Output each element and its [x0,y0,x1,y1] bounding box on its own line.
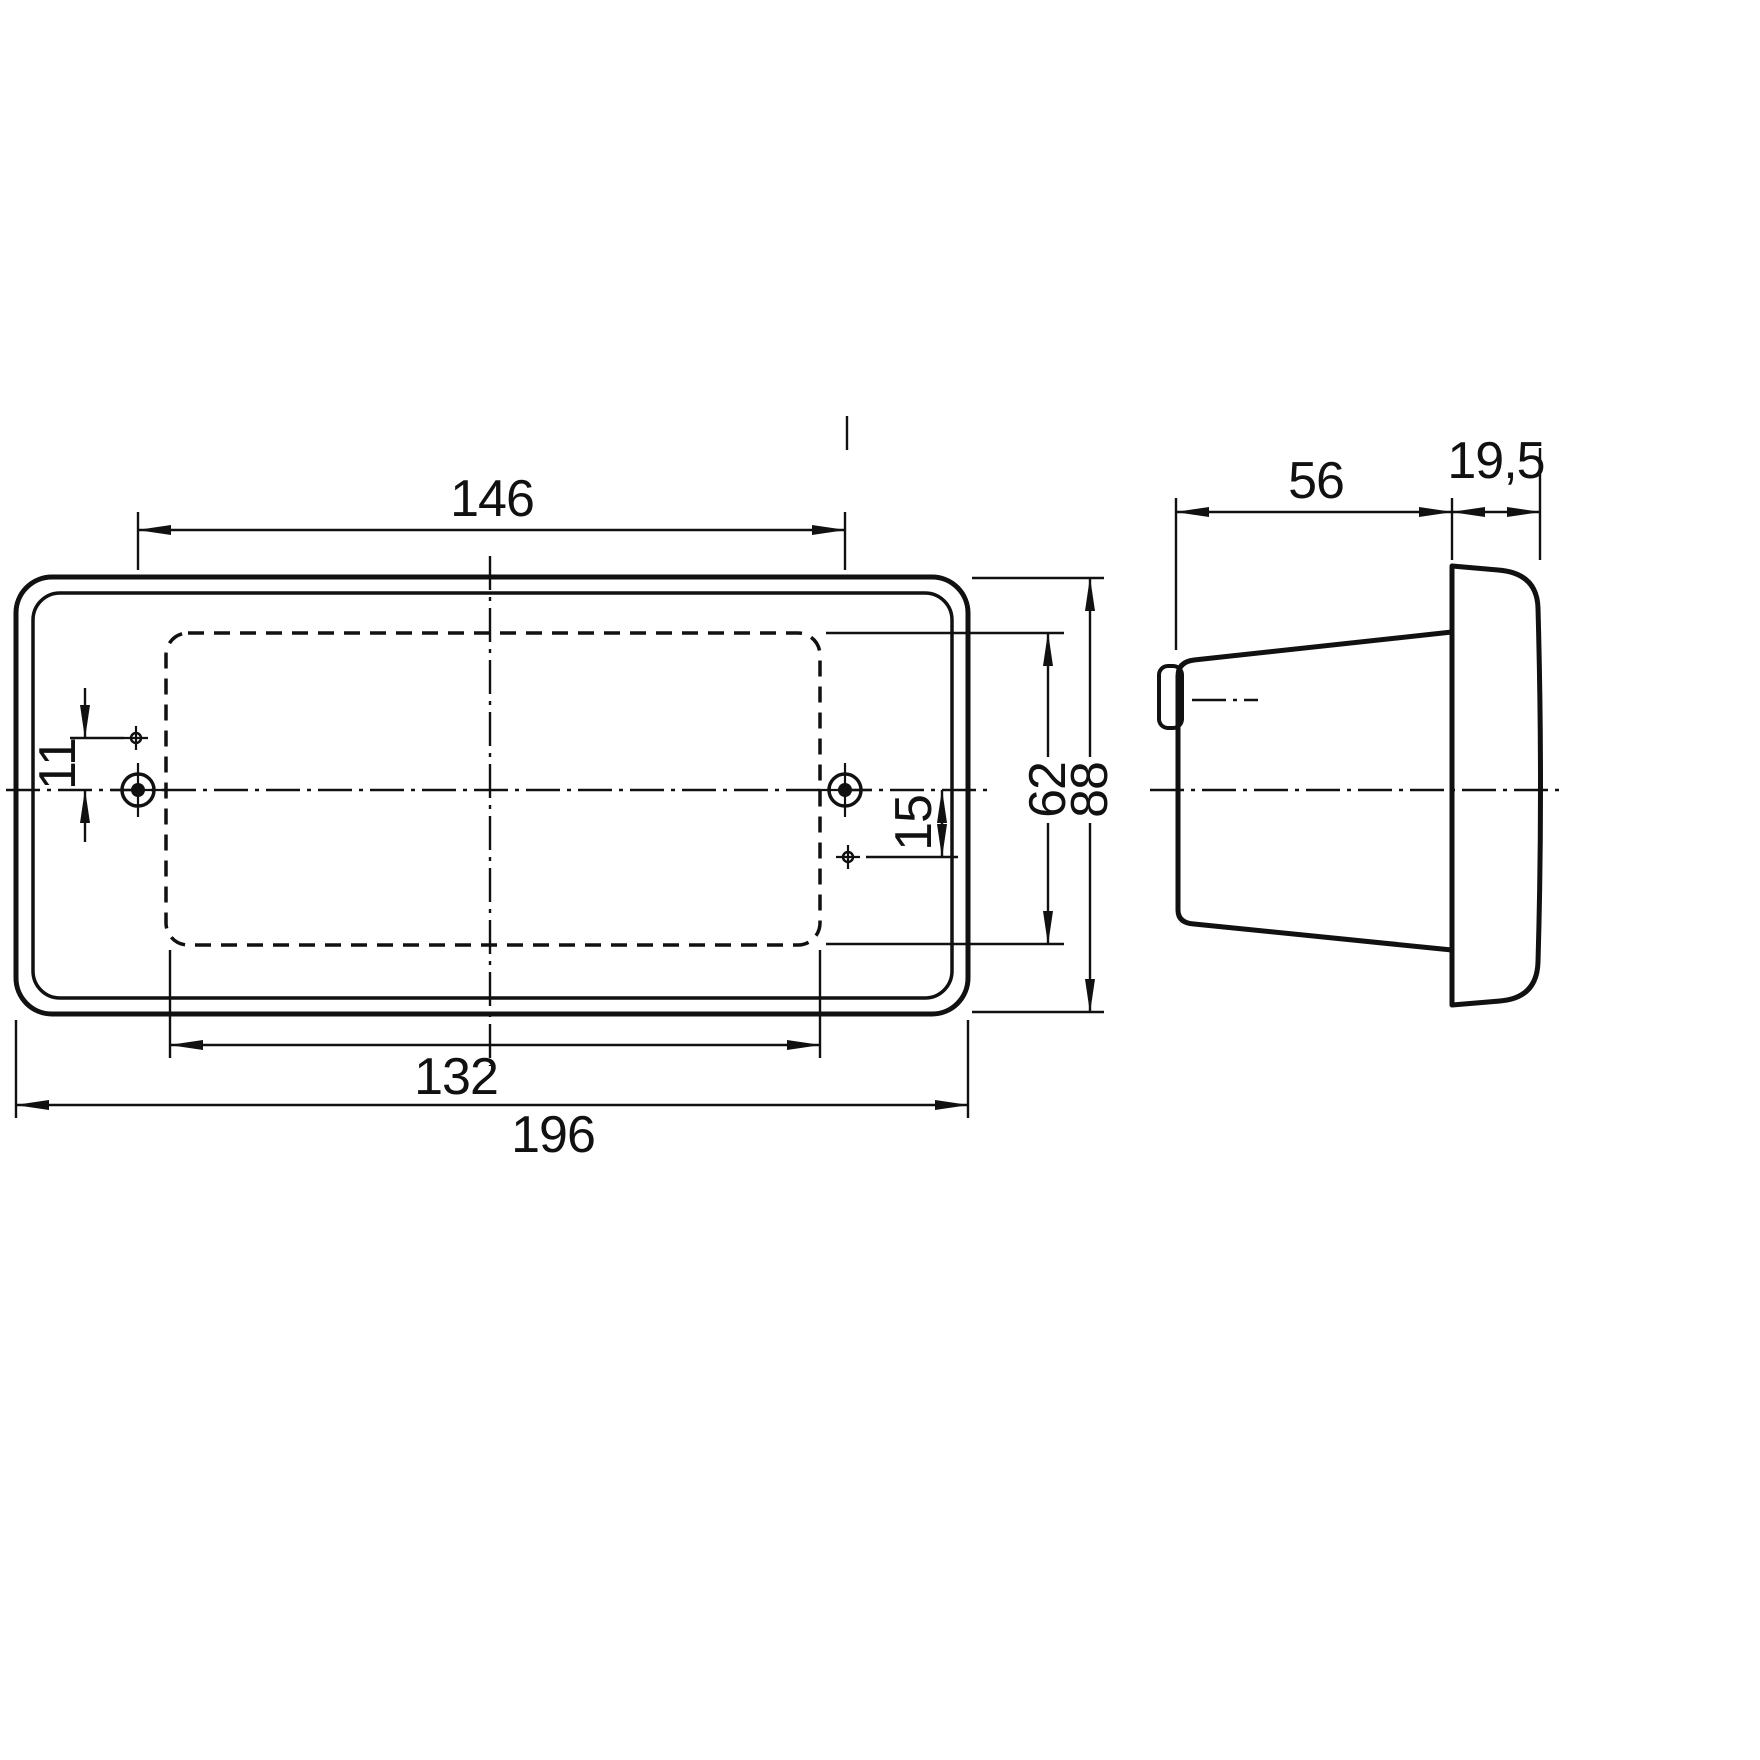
dim-inner-width-label: 132 [414,1048,498,1106]
front-view: 146 11 15 62 88 [6,416,1119,1164]
dim-outer-width: 196 [14,1020,970,1164]
lamp-body-outline [1175,629,1453,953]
dim-outer-height: 88 [972,576,1119,1014]
mounting-hole-right [818,763,872,817]
mounting-tab-outline [1157,664,1184,730]
housing-outer-outline [13,574,971,1017]
dim-inner-height-label: 62 [1019,762,1077,818]
pilot-hole-right [836,845,860,869]
lens-profile-outline [1449,563,1543,1008]
dim-inner-height: 62 [826,631,1077,946]
dim-lens-depth: 19,5 [1447,432,1546,560]
dim-outer-width-label: 196 [511,1106,595,1164]
dim-right-hole-offset: 15 [866,789,958,859]
dim-body-depth: 56 [1174,452,1454,650]
dim-outer-height-label: 88 [1061,762,1119,818]
pilot-hole-left [124,726,148,750]
dim-hole-spacing-label: 146 [450,470,534,528]
dim-body-depth-label: 56 [1288,452,1344,510]
side-view: 56 19,5 [1150,432,1562,1008]
housing-inner-outline [31,591,954,1000]
dim-left-hole-offset-label: 11 [29,738,87,790]
dim-lens-depth-label: 19,5 [1447,432,1544,490]
mounting-hole-left [111,763,165,817]
dim-right-hole-offset-label: 15 [885,795,943,851]
dim-left-hole-offset: 11 [29,688,124,842]
dim-hole-spacing: 146 [136,470,847,570]
dim-inner-width: 132 [168,950,822,1106]
